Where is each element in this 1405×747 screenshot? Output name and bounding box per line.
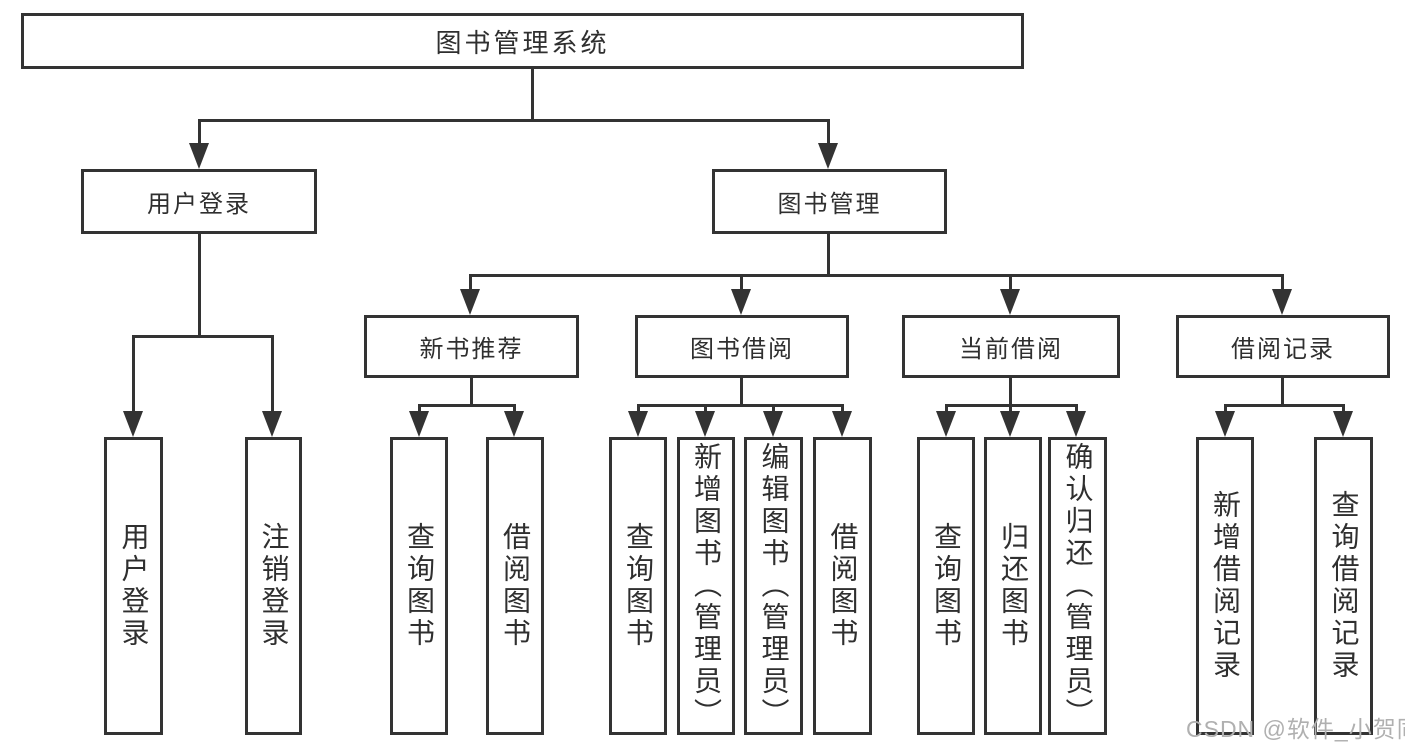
node-book-borrowing: 图书借阅 — [635, 315, 849, 378]
arrowhead-down — [628, 411, 648, 437]
connector-line — [1075, 404, 1078, 416]
leaf-query-borrow-record: 查询借阅记录 — [1314, 437, 1373, 735]
connector-line — [418, 404, 421, 416]
csdn-watermark: CSDN @软件_小贺同学 — [1186, 716, 1405, 742]
connector-line — [132, 335, 274, 338]
connector-line — [740, 377, 743, 407]
connector-line — [198, 119, 201, 147]
connector-line — [740, 274, 743, 294]
connector-line — [1281, 377, 1284, 407]
leaf-query-books-newbook: 查询图书 — [390, 437, 448, 735]
connector-line — [470, 377, 473, 407]
leaf-add-borrow-record: 新增借阅记录 — [1196, 437, 1254, 735]
connector-line — [531, 68, 534, 122]
connector-line — [271, 335, 274, 415]
connector-line — [469, 274, 472, 294]
leaf-return-books: 归还图书 — [984, 437, 1042, 735]
connector-line — [1224, 404, 1227, 416]
connector-line — [1009, 274, 1012, 294]
connector-line — [827, 233, 830, 277]
arrowhead-down — [1272, 289, 1292, 315]
connector-line — [704, 404, 707, 416]
connector-line — [1342, 404, 1345, 416]
connector-line — [469, 274, 1284, 277]
leaf-edit-books-admin: 编辑图书（管理员） — [744, 437, 803, 735]
arrowhead-down — [262, 411, 282, 437]
connector-line — [637, 404, 640, 416]
leaf-logout: 注销登录 — [245, 437, 302, 735]
arrowhead-down — [832, 411, 852, 437]
arrowhead-down — [1000, 411, 1020, 437]
leaf-borrow-books-borrow: 借阅图书 — [813, 437, 872, 735]
leaf-borrow-books-newbook: 借阅图书 — [486, 437, 544, 735]
arrowhead-down — [731, 289, 751, 315]
arrowhead-down — [460, 289, 480, 315]
connector-line — [827, 119, 830, 147]
arrowhead-down — [763, 411, 783, 437]
arrowhead-down — [409, 411, 429, 437]
leaf-query-books-borrow: 查询图书 — [609, 437, 667, 735]
leaf-query-books-current: 查询图书 — [917, 437, 975, 735]
connector-line — [637, 404, 844, 407]
connector-line — [513, 404, 516, 416]
connector-line — [1281, 274, 1284, 294]
connector-line — [1009, 404, 1012, 416]
arrowhead-down — [1215, 411, 1235, 437]
leaf-confirm-return-admin: 确认归还（管理员） — [1048, 437, 1107, 735]
arrowhead-down — [818, 143, 838, 169]
node-library-management-system: 图书管理系统 — [21, 13, 1024, 69]
node-borrowing-records: 借阅记录 — [1176, 315, 1390, 378]
arrowhead-down — [695, 411, 715, 437]
connector-line — [945, 404, 948, 416]
arrowhead-down — [123, 411, 143, 437]
connector-line — [198, 233, 201, 337]
arrowhead-down — [1333, 411, 1353, 437]
arrowhead-down — [189, 143, 209, 169]
connector-line — [418, 404, 516, 407]
connector-line — [1009, 377, 1012, 407]
arrowhead-down — [1066, 411, 1086, 437]
leaf-add-books-admin: 新增图书（管理员） — [677, 437, 735, 735]
node-book-management: 图书管理 — [712, 169, 947, 234]
arrowhead-down — [504, 411, 524, 437]
connector-line — [841, 404, 844, 416]
node-new-book-recommendation: 新书推荐 — [364, 315, 579, 378]
node-user-login: 用户登录 — [81, 169, 317, 234]
connector-line — [132, 335, 135, 415]
connector-line — [772, 404, 775, 416]
node-current-borrowing: 当前借阅 — [902, 315, 1120, 378]
leaf-user-login: 用户登录 — [104, 437, 163, 735]
connector-line — [198, 119, 830, 122]
arrowhead-down — [936, 411, 956, 437]
connector-line — [1224, 404, 1345, 407]
arrowhead-down — [1000, 289, 1020, 315]
